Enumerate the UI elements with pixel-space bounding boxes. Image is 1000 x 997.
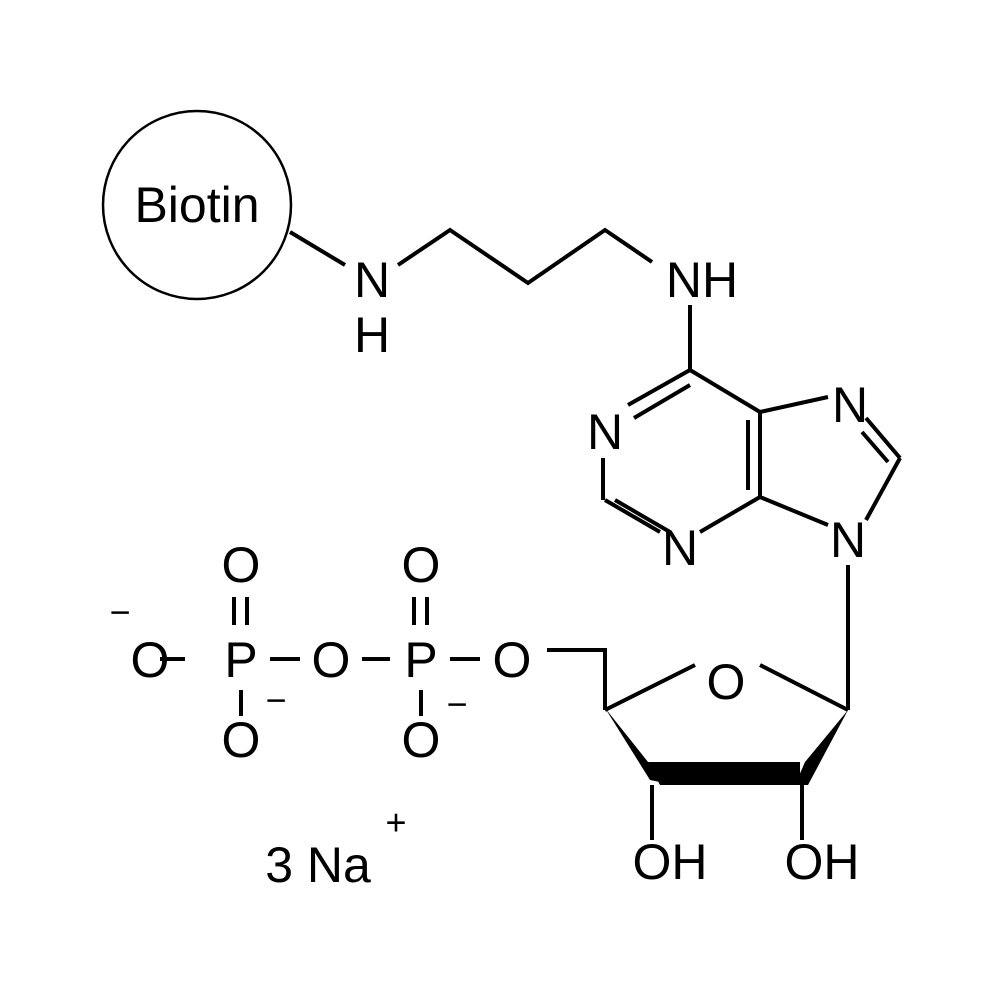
purine-n7: N bbox=[832, 377, 868, 433]
sugar-ring-o: O bbox=[707, 654, 746, 710]
sugar-oh-2: OH bbox=[785, 834, 860, 890]
biotin-circle bbox=[101, 109, 293, 301]
purine-n9: N bbox=[830, 512, 866, 568]
purine-n3: N bbox=[662, 520, 698, 576]
p1-top-o: O bbox=[222, 537, 261, 593]
p1-bottom-o: O bbox=[222, 712, 261, 768]
p2-bottom-o: O bbox=[402, 712, 441, 768]
minus-charge-terminal: − bbox=[109, 592, 130, 633]
o-5prime: O bbox=[493, 632, 532, 688]
p2-top-o: O bbox=[402, 537, 441, 593]
phosphorus-1: P bbox=[224, 632, 257, 688]
o-bridge: O bbox=[312, 632, 351, 688]
biotin-label: Biotin bbox=[134, 177, 259, 233]
linker-h1: H bbox=[354, 307, 390, 363]
sodium-counterion: 3 Na bbox=[265, 837, 371, 893]
phosphorus-2: P bbox=[404, 632, 437, 688]
sugar-oh-3: OH bbox=[633, 834, 708, 890]
o-terminal: O bbox=[131, 632, 170, 688]
bonds bbox=[160, 227, 902, 840]
linker-nh2: NH bbox=[666, 252, 738, 308]
linker-n1: N bbox=[354, 252, 390, 308]
minus-charge-p1: − bbox=[265, 680, 286, 721]
minus-charge-p2: − bbox=[446, 684, 467, 725]
purine-n1: N bbox=[587, 404, 623, 460]
sodium-charge: + bbox=[385, 802, 406, 843]
